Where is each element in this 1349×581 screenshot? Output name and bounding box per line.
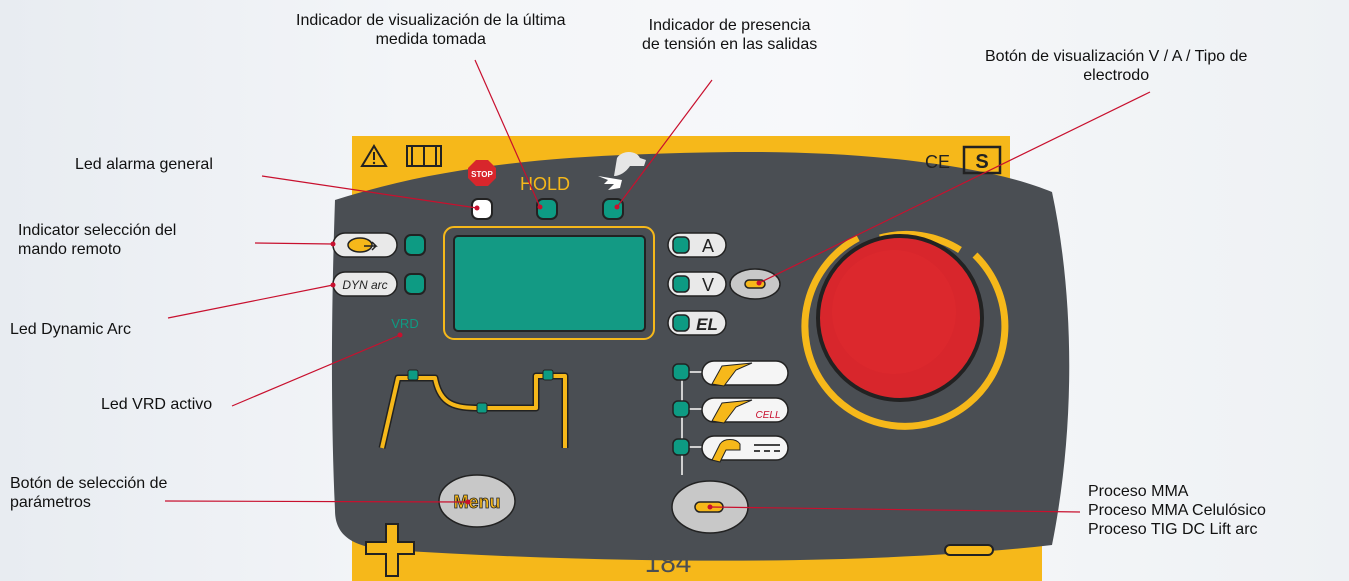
curve-led-1: [407, 369, 419, 381]
unit-a-led: [672, 236, 690, 254]
model-number: 184: [645, 547, 692, 578]
digital-display: [453, 235, 646, 332]
callout-dots: [330, 204, 762, 510]
cell-electrode-icon: [711, 399, 753, 424]
vrd-label: VRD: [391, 316, 418, 331]
manual-book-icon: [406, 145, 442, 167]
process-tig-led: [672, 438, 690, 456]
knob-scale-arc: [801, 234, 1009, 430]
remote-control-icon: [347, 237, 378, 253]
callout-display-button: Botón de visualización V / A / Tipo de e…: [985, 48, 1248, 84]
menu-label: Menu: [454, 492, 501, 512]
dyn-arc-led: [404, 273, 426, 295]
callout-output-voltage: Indicador de presencia de tensión en las…: [642, 17, 818, 53]
callout-dynamic-arc: Led Dynamic Arc: [10, 321, 131, 338]
ce-mark: CE: [925, 152, 950, 172]
remote-control-led: [404, 234, 426, 256]
process-cell-led: [672, 400, 690, 418]
callout-remote-control: Indicator selección del mando remoto: [18, 222, 177, 258]
callout-general-alarm: Led alarma general: [75, 156, 213, 173]
callout-param-button: Botón de selección de parámetros: [10, 475, 168, 511]
stop-label: STOP: [471, 170, 493, 179]
cell-label: CELL: [755, 410, 780, 421]
tig-torch-icon: [711, 439, 741, 463]
arc-torch-icon: [598, 152, 646, 190]
callout-lines: [164, 59, 1151, 513]
s-mark: S: [975, 151, 988, 173]
callout-last-measure: Indicador de visualización de la última …: [296, 12, 566, 48]
process-mma-led: [672, 363, 690, 381]
hold-label: HOLD: [520, 174, 570, 194]
hold-led: [536, 198, 558, 220]
curve-led-2: [476, 402, 488, 414]
callout-processes: Proceso MMA Proceso MMA Celulósico Proce…: [1088, 483, 1266, 538]
s-mark-box: S: [962, 145, 1002, 175]
curve-led-3: [542, 369, 554, 381]
alarm-led: [471, 198, 493, 220]
unit-a-label: A: [702, 236, 714, 256]
stop-icon: STOP: [468, 160, 496, 186]
unit-el-led: [672, 314, 690, 332]
mma-electrode-icon: [711, 362, 753, 387]
unit-v-led: [672, 275, 690, 293]
minus-terminal-icon: [944, 544, 994, 556]
unit-el-label: EL: [696, 315, 718, 334]
voltage-led: [602, 198, 624, 220]
plus-terminal-icon: [365, 523, 415, 577]
dc-symbol-icon: [754, 444, 780, 452]
unit-v-label: V: [702, 275, 714, 295]
warning-icon: [360, 144, 388, 167]
callout-vrd-active: Led VRD activo: [101, 396, 213, 413]
dyn-arc-label: DYN arc: [342, 278, 387, 292]
menu-button[interactable]: [438, 474, 516, 528]
